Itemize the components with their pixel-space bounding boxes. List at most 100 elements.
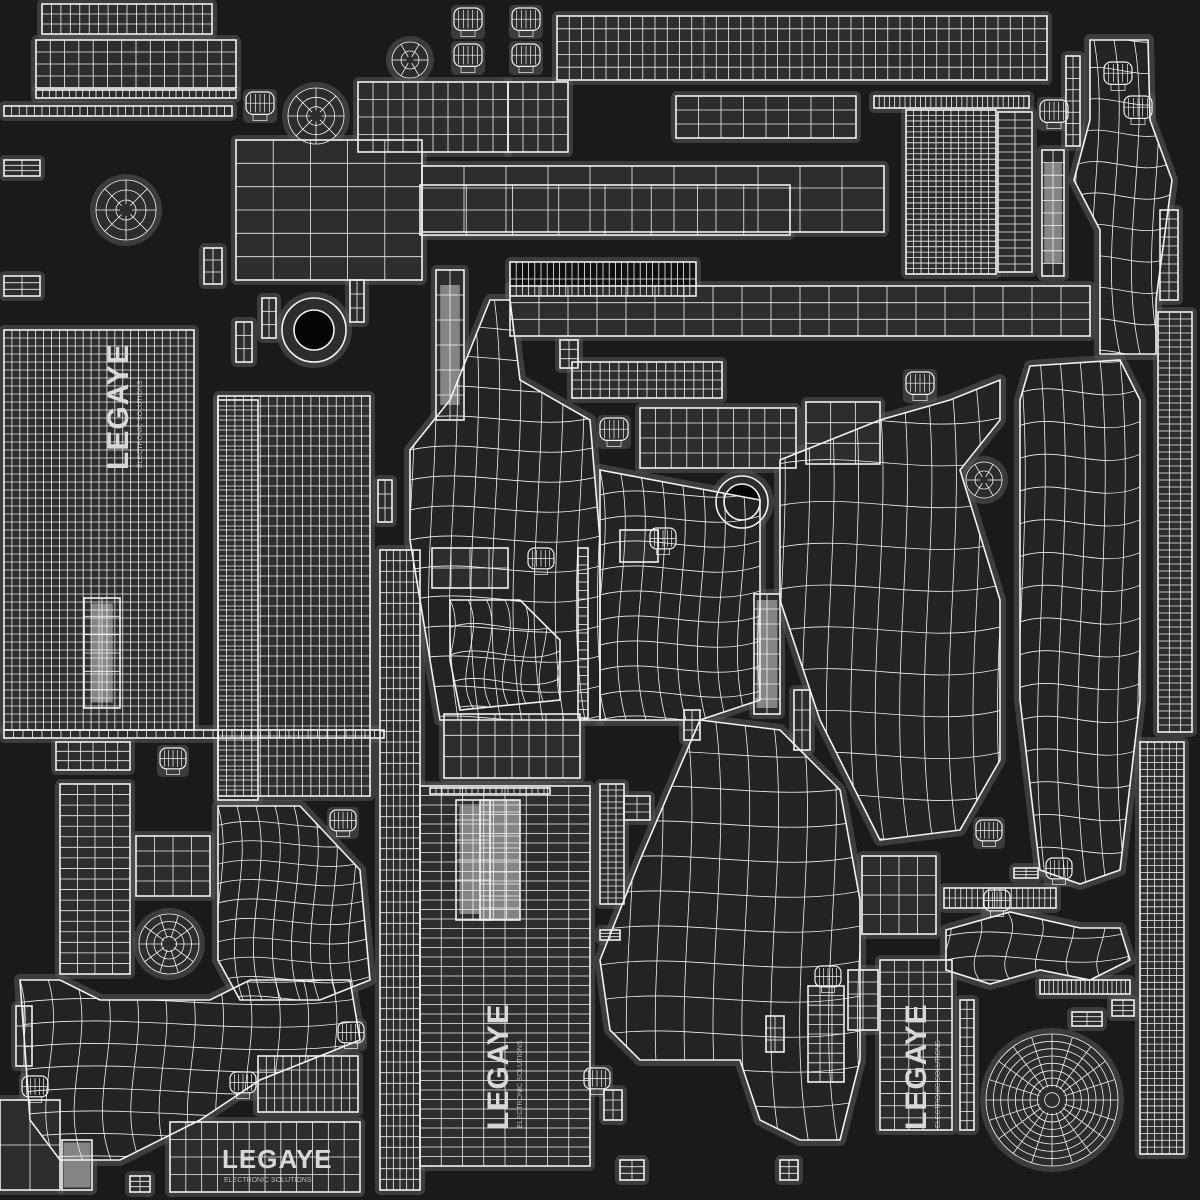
- island-wire: [675, 95, 857, 139]
- island-wire: [509, 261, 697, 297]
- uv-island: [600, 470, 760, 720]
- island-wire: [509, 285, 1091, 337]
- island-wire: [35, 39, 237, 89]
- island-wire: [1111, 999, 1135, 1017]
- island-wire: [235, 139, 423, 281]
- uv-island: [780, 380, 1000, 840]
- island-wire: [1139, 741, 1185, 1155]
- island-wire: [281, 297, 347, 363]
- logo-text: LEGAYE: [900, 1003, 933, 1130]
- island-wire: [511, 7, 541, 37]
- island-wire: [0, 1099, 61, 1191]
- island-wire: [245, 91, 275, 121]
- island-wire: [793, 689, 811, 751]
- uv-island: [986, 1034, 1118, 1166]
- logo-decal-right: LEGAYE ELECTRONIC SOLUTIONS: [900, 1003, 942, 1130]
- island-wire: [1041, 149, 1065, 277]
- island-wire: [429, 787, 551, 795]
- island-wire: [41, 3, 213, 35]
- island-wire: [779, 1159, 799, 1181]
- island-wire: [261, 297, 277, 339]
- island-wire: [983, 889, 1011, 917]
- uv-island: [139, 914, 199, 974]
- island-wire: [873, 95, 1030, 109]
- island-wire: [169, 1121, 361, 1193]
- island-wire: [1103, 61, 1133, 91]
- island-wire: [805, 401, 881, 465]
- island-wire: [599, 783, 625, 905]
- uv-island: [806, 402, 880, 464]
- island-wire: [1065, 55, 1081, 147]
- island-wire: [203, 247, 223, 285]
- uv-island: [218, 806, 370, 1000]
- island-wire: [329, 809, 357, 837]
- island-wire: [847, 969, 879, 1031]
- logo-decal-bottom: LEGAYE ELECTRONIC SOLUTIONS: [222, 1144, 332, 1184]
- island-wire: [511, 43, 541, 73]
- island-wire: [965, 461, 1003, 499]
- island-wire: [450, 600, 560, 710]
- uv-island: [620, 530, 658, 562]
- island-wire: [138, 913, 200, 975]
- island-wire: [583, 1067, 611, 1095]
- island-wire: [419, 184, 791, 236]
- island-wire: [1123, 95, 1153, 125]
- island-wire: [3, 329, 195, 731]
- island-wire: [431, 547, 509, 589]
- island-wire: [753, 593, 781, 715]
- island-wire: [905, 371, 935, 401]
- island-wire: [21, 1075, 49, 1103]
- island-wire: [61, 1139, 93, 1191]
- island-wire: [391, 41, 429, 79]
- island-wire: [479, 799, 521, 921]
- island-wire: [421, 165, 885, 233]
- island-wire: [959, 999, 975, 1131]
- island-wire: [603, 1089, 623, 1121]
- logo-subtext: ELECTRONIC SOLUTIONS: [935, 1040, 942, 1128]
- island-wire: [599, 417, 629, 447]
- logo-subtext: ELECTRONIC SOLUTIONS: [224, 1177, 312, 1184]
- island-wire: [453, 7, 483, 37]
- island-wire: [349, 279, 365, 323]
- island-wire: [453, 43, 483, 73]
- island-wire: [639, 407, 797, 469]
- island-wire: [35, 89, 237, 99]
- island-wire: [235, 321, 253, 363]
- island-wire: [377, 479, 393, 523]
- island-wire: [3, 159, 41, 177]
- island-wire: [1039, 979, 1131, 995]
- logo-subtext: ELECTRONIC SOLUTIONS: [517, 1040, 524, 1128]
- wireframe-lines: [0, 3, 1193, 1193]
- island-wire: [997, 111, 1033, 273]
- island-wire: [1159, 209, 1179, 301]
- island-wire: [619, 1159, 645, 1181]
- island-wire: [159, 747, 187, 775]
- island-wire: [257, 1055, 359, 1113]
- island-wire: [83, 597, 121, 709]
- island-wire: [3, 105, 233, 117]
- island-wire: [619, 529, 659, 563]
- island-wire: [1071, 1011, 1103, 1027]
- island-wire: [443, 713, 581, 779]
- island-wire: [571, 361, 723, 399]
- island-wire: [683, 709, 701, 741]
- island-wire: [599, 929, 621, 941]
- island-wire: [623, 795, 651, 821]
- island-wire: [3, 275, 41, 297]
- uv-island: [946, 912, 1130, 984]
- island-wire: [507, 81, 569, 153]
- island-wire: [55, 741, 131, 771]
- island-wire: [861, 855, 937, 935]
- island-wire: [559, 339, 579, 369]
- uv-island: [600, 720, 860, 1140]
- logo-text: LEGAYE: [102, 343, 135, 470]
- island-wire: [807, 985, 845, 1083]
- logo-text: LEGAYE: [482, 1003, 515, 1130]
- uv-island: [20, 980, 360, 1160]
- uv-island: [966, 462, 1002, 498]
- uv-island: [1020, 360, 1140, 884]
- island-wire: [943, 887, 1057, 909]
- island-wire: [556, 15, 1048, 81]
